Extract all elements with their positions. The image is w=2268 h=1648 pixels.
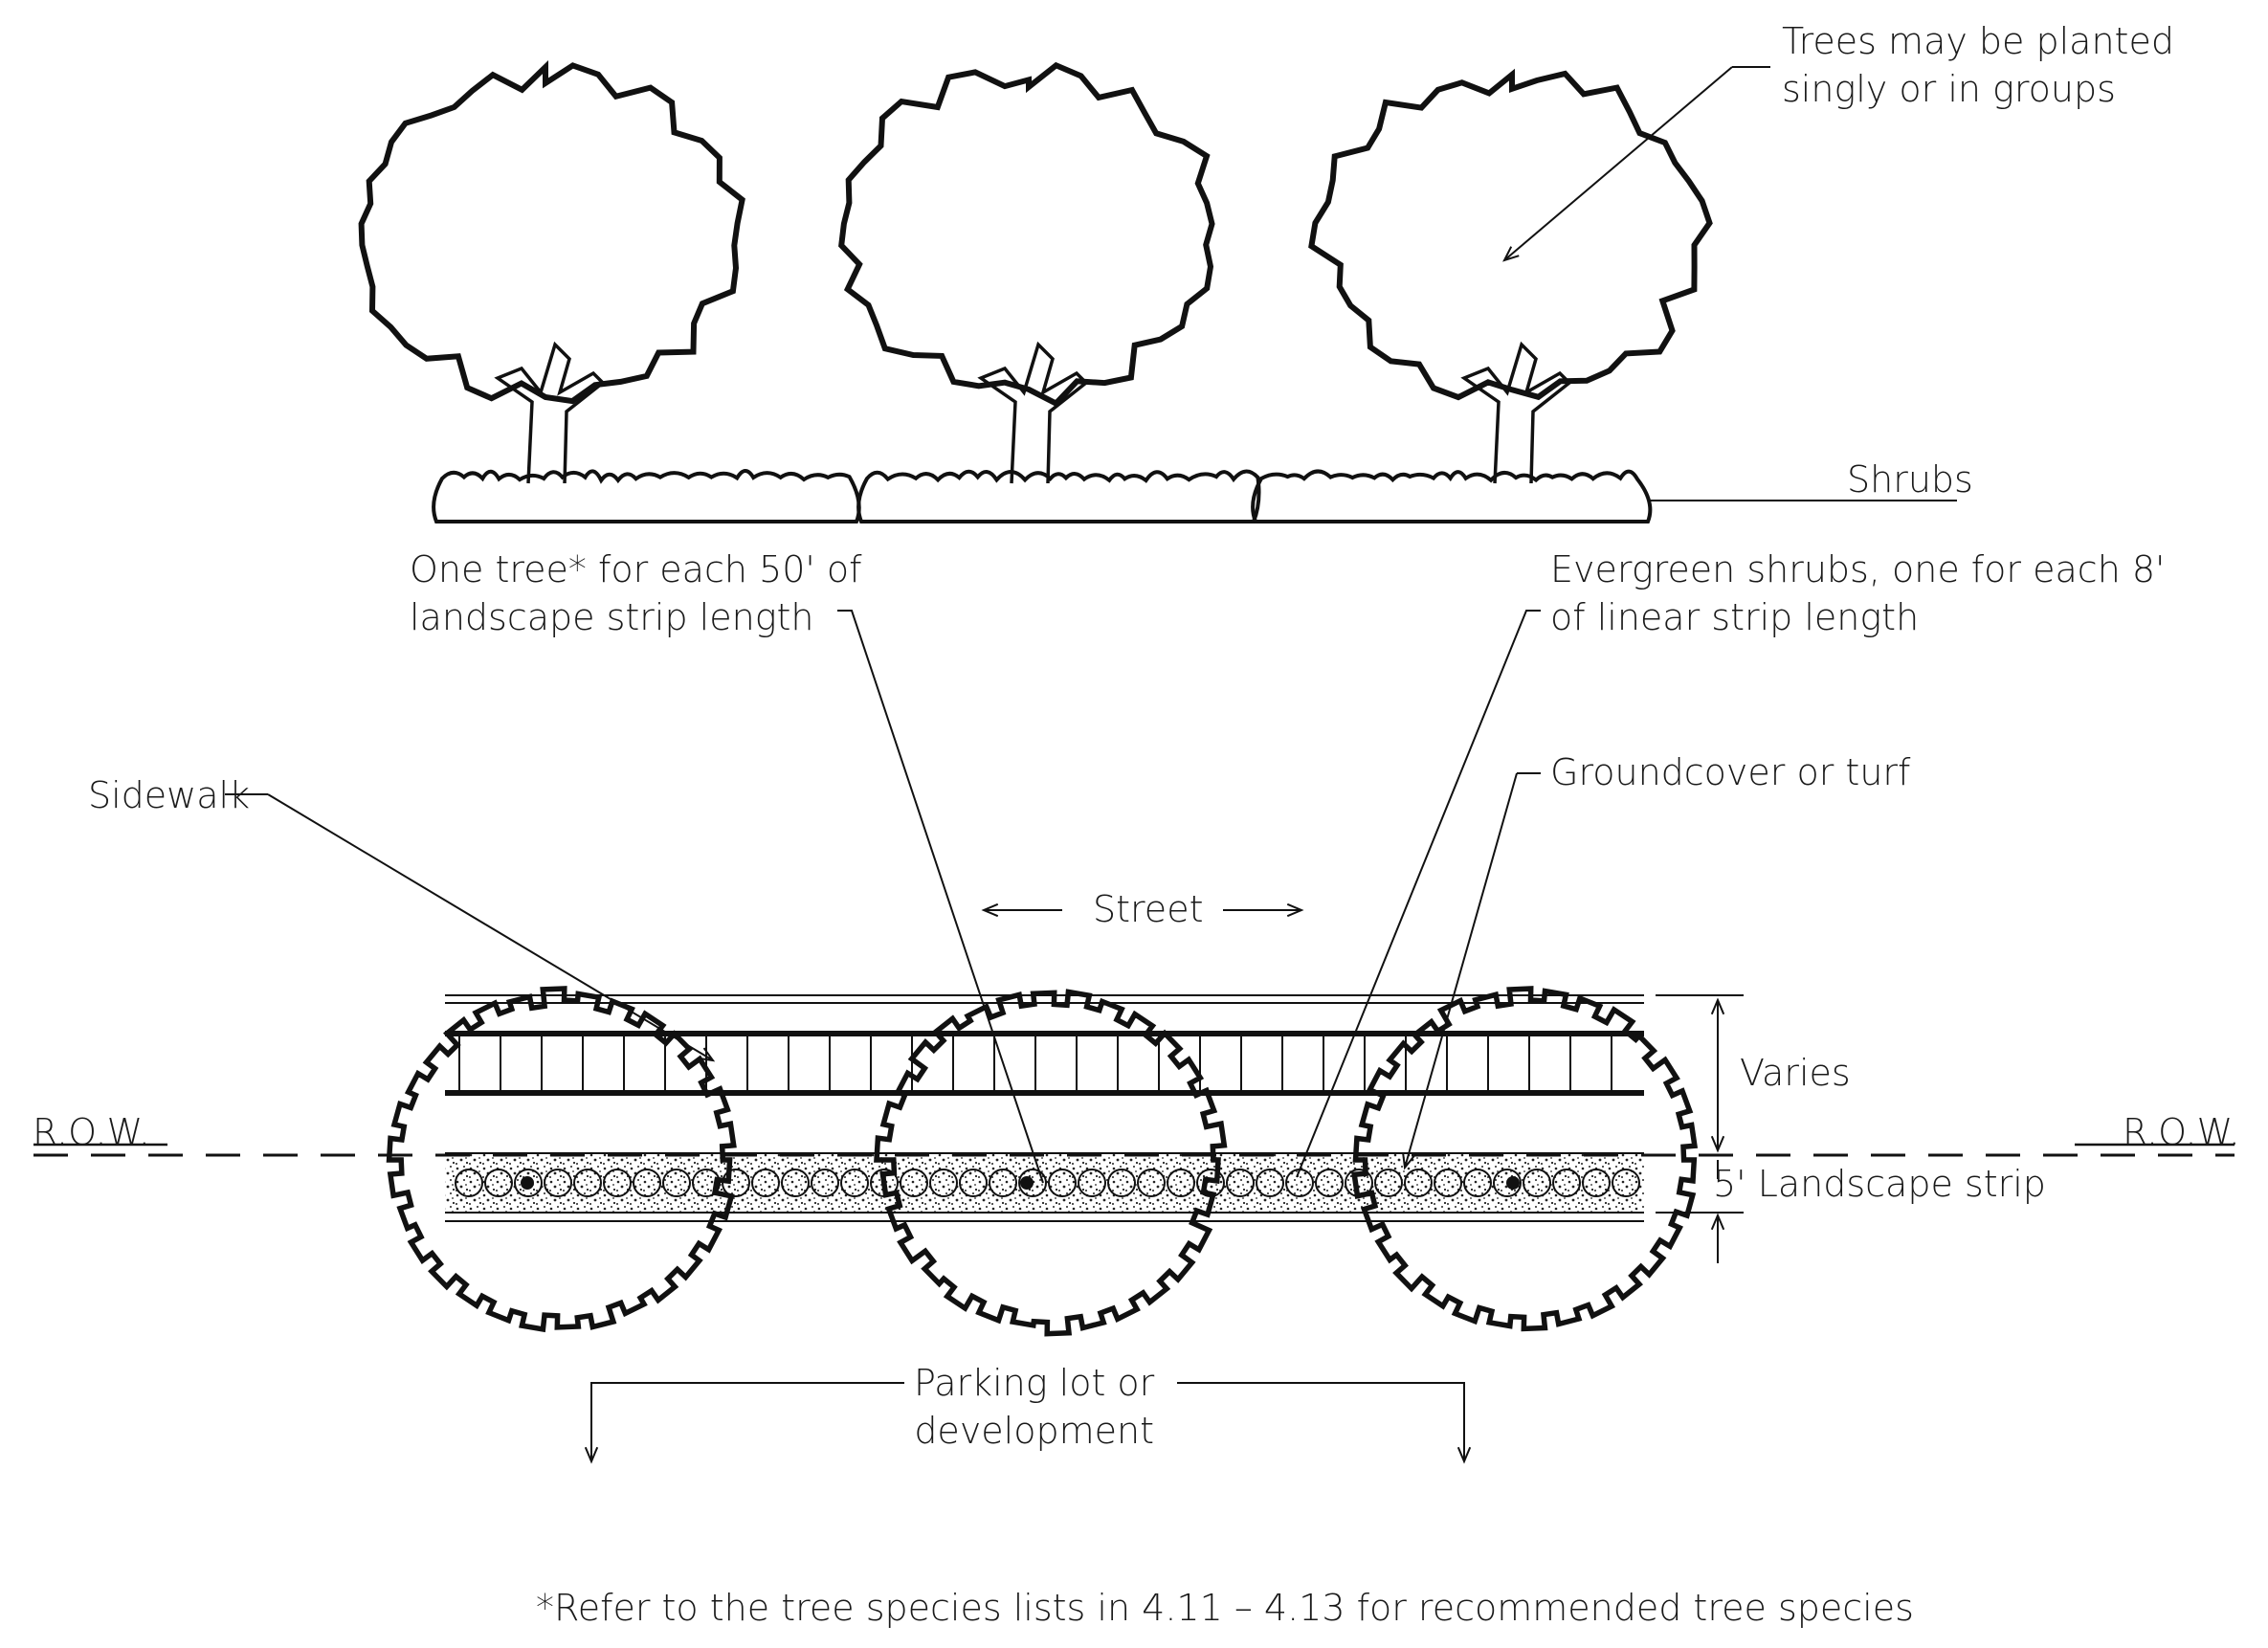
shrub-plan-circle [1582,1169,1611,1197]
shrub-plan-circle [1552,1169,1581,1197]
shrub-plan-circle [1137,1169,1166,1197]
shrub-plan-circle [514,1169,543,1197]
shrub-plan-circle [1078,1169,1106,1197]
shrub-plan-circle [1612,1169,1640,1197]
footnote: *Refer to the tree species lists in 4.11… [536,1587,1914,1629]
shrub-plan-circle [781,1169,810,1197]
shrub-plan-circle [929,1169,958,1197]
trees-note-leader [1503,66,1733,261]
shrub-plan-circle [455,1169,483,1197]
evergreen-leader [1296,610,1541,1178]
trees-note-leader-arrowhead [1502,246,1520,262]
tree-canopy-3 [1308,68,1713,401]
shrub-plan-circle [1523,1169,1551,1197]
shrub-plan-circle [633,1169,661,1197]
shrub-mass-3 [1251,469,1653,523]
shrub-plan-circle [1374,1169,1403,1197]
tree-trunk-1 [494,341,606,484]
groundcover-leader [1404,772,1518,1169]
shrub-plan-circle [1493,1169,1522,1197]
one-tree-leader [837,610,1044,1184]
shrub-plan-circle [1018,1169,1047,1197]
parking-left-leader [590,1382,904,1459]
street-label: Street [1093,888,1204,930]
groundcover-leader-arrowhead [1402,1151,1415,1170]
sidewalk-leader [267,793,714,1061]
tree-plan-canopy-2 [874,989,1228,1337]
parking-left-arrow-arrowhead [584,1446,599,1464]
shrub-plan-circle [1226,1169,1255,1197]
tree-trunk-3 [1460,341,1572,484]
shrub-plan-circle [692,1169,721,1197]
tree-plan-canopy-3 [1351,986,1699,1332]
tree-trunk-2 [977,341,1089,484]
shrub-plan-circle [1107,1169,1136,1197]
row-right-label: R.O.W. [2123,1111,2240,1153]
leader-lines [225,66,1957,1464]
shrubs-label: Shrubs [1847,458,1973,501]
shrub-plan-circle [751,1169,780,1197]
tree-trunk-dot-3 [1506,1176,1520,1190]
shrub-plan-circle [484,1169,513,1197]
sidewalk-leader-arrowhead [698,1047,716,1062]
tree-canopy-2 [838,61,1215,408]
plan-view [33,986,2235,1337]
parking-lot-label: Parking lot or development [914,1362,1155,1452]
landscape-strip [445,1153,1644,1213]
tree-trunk-dot-2 [1020,1176,1034,1190]
varies-dim-up-arrowhead [1710,997,1725,1015]
tree-trunk-dot-1 [521,1176,534,1190]
tree-canopy-1 [358,60,745,405]
shrub-plan-circle [573,1169,602,1197]
shrub-plan-circle [1315,1169,1344,1197]
shrub-plan-circle [959,1169,988,1197]
shrub-mass-2 [856,469,1261,523]
shrub-plan-circle [544,1169,572,1197]
shrub-plan-circle [840,1169,869,1197]
shrub-plan-circle [811,1169,839,1197]
shrub-plan-circle [989,1169,1017,1197]
shrub-plan-circle [1167,1169,1195,1197]
one-tree-label: One tree* for each 50' of landscape stri… [410,548,862,638]
shrub-mass-1 [432,468,861,523]
shrub-plan-circle [1463,1169,1492,1197]
strip-dim-up-arrowhead [1710,1213,1725,1231]
street-arrow-right-arrowhead [1286,902,1304,918]
shrub-plan-circle [1404,1169,1433,1197]
parking-right-arrow-arrowhead [1456,1446,1472,1464]
street-arrow-left-arrowhead [981,902,999,918]
trees-note-label: Trees may be planted singly or in groups [1782,20,2174,110]
shrub-plan-circle [900,1169,928,1197]
shrub-plan-circle [1434,1169,1462,1197]
shrub-plan-circle [662,1169,691,1197]
varies-dim-down-arrowhead [1710,1135,1725,1153]
parking-right-leader [1177,1382,1465,1459]
shrub-plan-circle [1048,1169,1077,1197]
evergreen-shrubs-label: Evergreen shrubs, one for each 8' of lin… [1550,548,2166,638]
landscape-strip-label: 5' Landscape strip [1713,1163,2046,1205]
shrub-plan-circle [1256,1169,1284,1197]
sidewalk-label: Sidewalk [88,774,251,816]
tree-plan-canopy-1 [386,986,737,1333]
elevation-view [358,60,1713,523]
varies-label: Varies [1740,1052,1851,1094]
row-left-label: R.O.W. [33,1111,150,1153]
shrub-plan-circle [603,1169,632,1197]
groundcover-label: Groundcover or turf [1550,751,1911,793]
